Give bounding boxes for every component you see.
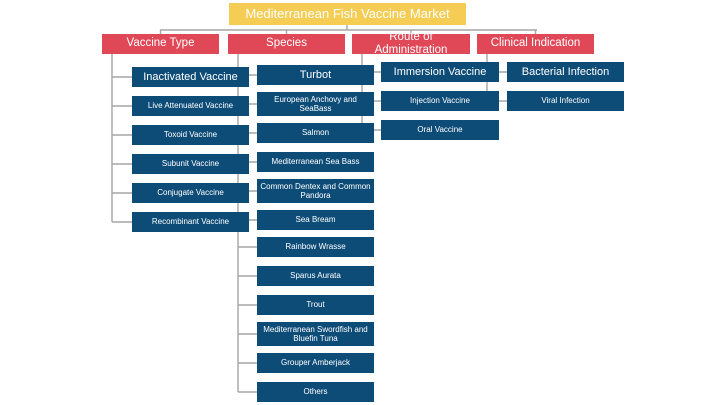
vaccine-type-item: Conjugate Vaccine	[132, 183, 249, 203]
vaccine-type-item: Inactivated Vaccine	[132, 67, 249, 87]
species-item: Sea Bream	[257, 210, 374, 230]
species-item: Grouper Amberjack	[257, 353, 374, 373]
species-item: Rainbow Wrasse	[257, 237, 374, 257]
vaccine-type-item: Recombinant Vaccine	[132, 212, 249, 232]
route-item: Oral Vaccine	[381, 120, 499, 140]
route-item: Immersion Vaccine	[381, 62, 499, 82]
species-item: Trout	[257, 295, 374, 315]
route-item: Injection Vaccine	[381, 91, 499, 111]
category-route: Route of Administration	[352, 31, 470, 56]
indication-item: Viral Infection	[507, 91, 624, 111]
species-item: Mediterranean Swordfish and Bluefin Tuna	[257, 322, 374, 346]
root-node: Mediterranean Fish Vaccine Market	[229, 3, 466, 25]
species-item: Others	[257, 382, 374, 402]
indication-item: Bacterial Infection	[507, 62, 624, 82]
species-item: Turbot	[257, 65, 374, 85]
species-item: Common Dentex and Common Pandora	[257, 179, 374, 203]
vaccine-type-item: Live Attenuated Vaccine	[132, 96, 249, 116]
species-item: Salmon	[257, 123, 374, 143]
species-item: Sparus Aurata	[257, 266, 374, 286]
category-vaccine-type: Vaccine Type	[102, 34, 219, 54]
category-indication: Clinical Indication	[477, 34, 594, 54]
vaccine-type-item: Subunit Vaccine	[132, 154, 249, 174]
category-species: Species	[228, 34, 345, 54]
species-item: Mediterranean Sea Bass	[257, 152, 374, 172]
species-item: European Anchovy and SeaBass	[257, 92, 374, 116]
vaccine-type-item: Toxoid Vaccine	[132, 125, 249, 145]
